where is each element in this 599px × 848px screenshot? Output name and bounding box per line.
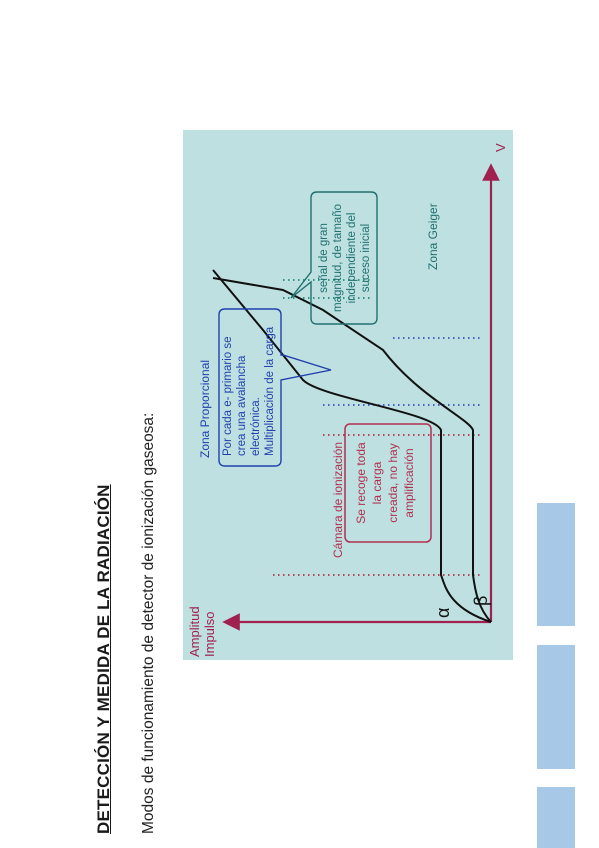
beta-curve	[212, 277, 492, 623]
page-title: DETECCIÓN Y MEDIDA DE LA RADIACIÓN	[94, 484, 113, 834]
alpha-label: α	[433, 608, 453, 618]
camara-box	[344, 423, 432, 543]
proporcional-callout	[218, 308, 332, 467]
camara-box-line-2: la carga	[370, 461, 384, 504]
geiger-box-line-2: magnitud, de tamaño	[332, 204, 344, 312]
geiger-box-line-4: suceso inicial	[360, 224, 372, 292]
diagram-canvas: Amplitud Impulso V α β Cámara de ionizac…	[187, 143, 508, 657]
zone-boundaries	[273, 279, 483, 576]
proporcional-box-line-2: crea una avalancha	[236, 355, 248, 456]
geiger-box-line-3: independiente del	[346, 213, 358, 304]
ionization-regions-diagram: Amplitud Impulso V α β Cámara de ionizac…	[183, 130, 513, 660]
proporcional-box-line-3: electrónica.	[250, 397, 262, 456]
geiger-callout	[290, 191, 378, 325]
proporcional-box-line-4: Multiplicación de la carga	[264, 326, 276, 456]
proporcional-zone-label: Zona Proporcional	[198, 360, 212, 458]
side-tab-block-3	[537, 787, 575, 848]
camara-box-line-3: creada, no hay	[386, 443, 400, 522]
y-axis-label-line-2: Impulso	[202, 611, 217, 657]
geiger-zone-label: Zona Geiger	[426, 203, 440, 270]
camara-box-line-4: amplificación	[402, 448, 416, 517]
alpha-curve	[212, 269, 492, 623]
y-axis-label-line-1: Amplitud	[187, 606, 202, 657]
camara-zone-label: Cámara de ionización	[331, 442, 345, 558]
proporcional-box-line-1: Por cada e- primario se	[222, 336, 234, 456]
side-tab-block-2	[537, 645, 575, 769]
beta-label: β	[471, 596, 491, 606]
x-axis-label: V	[493, 143, 508, 152]
geiger-box-line-1: señal de gran	[318, 223, 330, 293]
page-subtitle: Modos de funcionamiento de detector de i…	[140, 412, 157, 834]
camara-box-line-1: Se recoge toda	[354, 442, 368, 524]
side-tab-block-1	[537, 503, 575, 626]
